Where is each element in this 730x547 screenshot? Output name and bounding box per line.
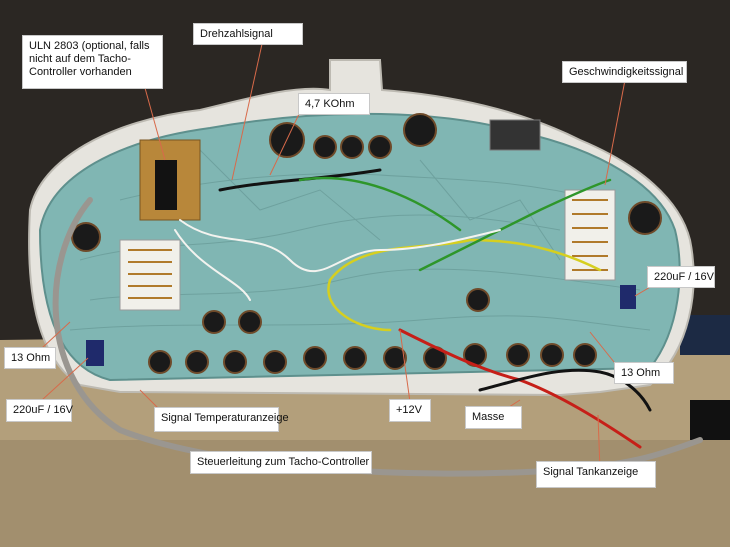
wire-black — [478, 368, 652, 412]
wire-white-2 — [174, 229, 251, 301]
label-steuerleitung: Steuerleitung zum Tacho-Controller — [190, 451, 372, 474]
label-13-ohm-right: 13 Ohm — [614, 362, 674, 384]
label-masse: Masse — [465, 406, 522, 429]
connector-right-2 — [690, 400, 730, 440]
label-plus-12v: +12V — [389, 399, 431, 422]
uln-chip — [155, 160, 177, 210]
capacitor-right — [620, 285, 636, 309]
label-signal-tankanzeige: Signal Tankanzeige — [536, 461, 656, 488]
label-13-ohm-left: 13 Ohm — [4, 347, 56, 369]
label-drehzahlsignal: Drehzahlsignal — [193, 23, 303, 45]
connector-pins — [128, 199, 608, 299]
wire-yellow — [327, 238, 602, 332]
wire-black-top — [218, 168, 382, 192]
capacitor-left — [86, 340, 104, 366]
label-4-7-kohm: 4,7 KOhm — [298, 93, 370, 115]
label-signal-temperaturanzeige: Signal Temperaturanzeige — [154, 407, 289, 432]
label-220uf-left: 220uF / 16V — [6, 399, 73, 422]
label-220uf-right: 220uF / 16V — [647, 266, 715, 288]
wire-white — [179, 219, 501, 273]
label-uln-2803: ULN 2803 (optional, falls nicht auf dem … — [22, 35, 163, 89]
wire-green — [298, 176, 612, 272]
label-geschwindigkeitssignal: Geschwindigkeitssignal — [562, 61, 687, 83]
top-right-connector — [489, 119, 541, 151]
